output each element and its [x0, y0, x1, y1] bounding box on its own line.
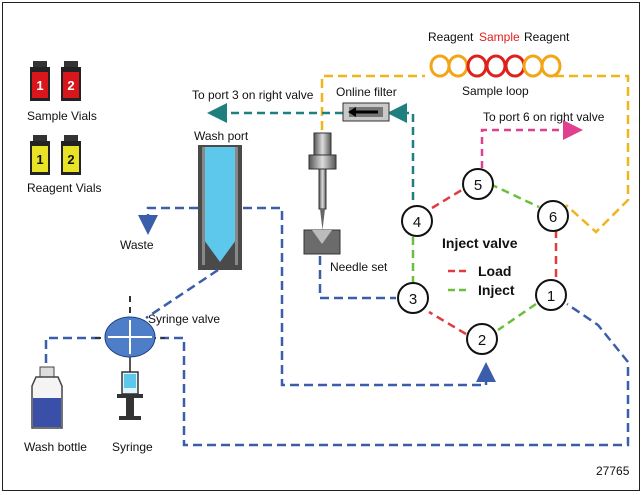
sample-loop-coils	[429, 54, 562, 78]
teal-line	[207, 103, 415, 200]
port-6: 6	[537, 200, 569, 232]
sample-vial-1-number: 1	[36, 78, 43, 93]
port-6-number: 6	[549, 209, 557, 226]
syringe-label: Syringe	[112, 440, 153, 454]
port-4-number: 4	[413, 214, 421, 231]
port-5: 5	[462, 168, 494, 200]
port-4: 4	[401, 205, 433, 237]
reagent-vial-1-number: 1	[36, 152, 43, 167]
blue-lines	[44, 206, 630, 447]
sample-vial-1: 1	[30, 61, 50, 101]
legend-load-label: Load	[478, 263, 511, 279]
edge-4-5	[431, 186, 466, 210]
sample-vials-label: Sample Vials	[27, 109, 97, 123]
syringe-valve-label: Syringe valve	[148, 312, 220, 326]
loop-label-reagent-right: Reagent	[524, 30, 570, 44]
port-1-number: 1	[547, 288, 555, 305]
sample-loop-label: Sample loop	[462, 84, 529, 98]
magenta-line	[480, 120, 583, 168]
wash-port	[198, 145, 242, 270]
reagent-vial-2: 2	[61, 135, 81, 175]
needle-set	[303, 132, 341, 255]
edge-2-3	[428, 310, 467, 336]
wash-port-label: Wash port	[194, 129, 249, 143]
legend-inject-label: Inject	[478, 282, 515, 298]
reagent-vials-label: Reagent Vials	[27, 181, 102, 195]
wash-bottle	[31, 366, 63, 429]
sample-vials-group: 1 2 Sample Vials	[27, 61, 97, 123]
sample-vial-2-number: 2	[67, 78, 74, 93]
online-filter-label: Online filter	[336, 85, 397, 99]
reagent-vial-2-number: 2	[67, 152, 74, 167]
loop-label-sample: Sample	[479, 30, 520, 44]
port-3: 3	[397, 282, 429, 314]
port-3-number: 3	[409, 291, 417, 308]
inject-valve-title: Inject valve	[442, 235, 518, 251]
inject-valve	[411, 182, 558, 336]
sample-vial-2: 2	[61, 61, 81, 101]
edge-1-2	[497, 302, 537, 332]
edge-5-6	[489, 182, 540, 209]
port-2: 2	[466, 323, 498, 355]
legend: Load Inject	[448, 263, 515, 298]
wash-bottle-label: Wash bottle	[24, 440, 87, 454]
to-port-6-label: To port 6 on right valve	[483, 110, 605, 124]
loop-label-reagent-left: Reagent	[428, 30, 474, 44]
needle-set-label: Needle set	[330, 260, 388, 274]
port-1: 1	[535, 279, 567, 311]
port-5-number: 5	[474, 177, 482, 194]
port-2-number: 2	[478, 332, 486, 349]
syringe	[117, 357, 143, 420]
figure-number: 27765	[596, 464, 630, 478]
reagent-vials-group: 1 2 Reagent Vials	[27, 135, 102, 195]
to-port-3-label: To port 3 on right valve	[192, 88, 314, 102]
online-filter	[342, 102, 390, 122]
sample-loop-line	[320, 74, 630, 234]
waste-label: Waste	[120, 238, 154, 252]
reagent-vial-1: 1	[30, 135, 50, 175]
